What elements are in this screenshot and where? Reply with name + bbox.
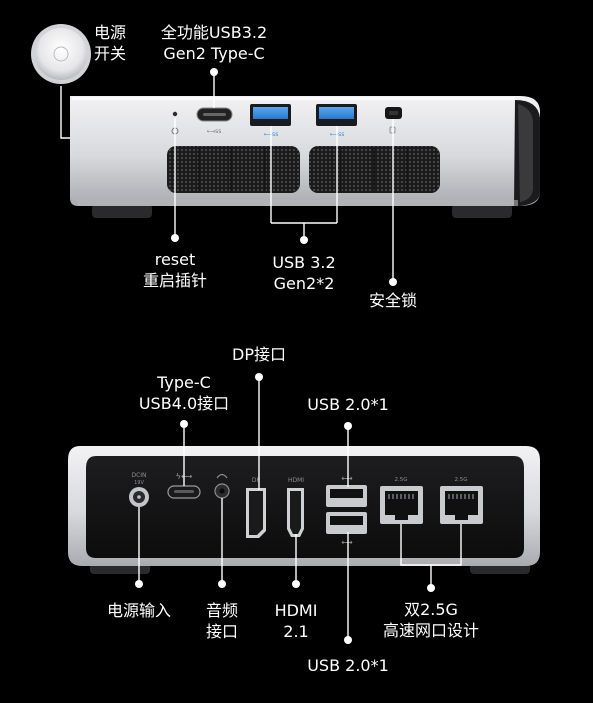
front-device: ⟷ss ⟷ss ⟷ss (70, 96, 540, 218)
silk-dcin: DCIN (131, 472, 146, 479)
label-dp: DP接口 (232, 345, 286, 364)
label-usb20-bottom: USB 2.0*1 (307, 656, 389, 675)
callout-lines (60, 72, 462, 640)
back-device: ϟ⟷ ⟷ ⟷ (68, 446, 540, 574)
silk-lan2: 2.5G (454, 477, 467, 483)
callout-dots (135, 68, 435, 644)
silk-dp: DP (252, 477, 261, 484)
silk-dc-volt: 19V (134, 480, 144, 486)
label-power-in: 电源输入 (106, 601, 171, 620)
label-audio: 音频接口 (205, 601, 238, 641)
label-usb20-top: USB 2.0*1 (307, 395, 389, 414)
label-power-switch: 电源开关 (94, 23, 127, 63)
svg-text:⟷ss: ⟷ss (207, 128, 222, 135)
silk-lan1: 2.5G (394, 477, 407, 483)
svg-text:⟷: ⟷ (341, 474, 353, 483)
label-lock: 安全锁 (368, 291, 417, 310)
power-button-illustration (31, 24, 91, 84)
svg-text:⟷: ⟷ (341, 538, 353, 547)
silk-hdmi: HDMI (288, 477, 304, 484)
